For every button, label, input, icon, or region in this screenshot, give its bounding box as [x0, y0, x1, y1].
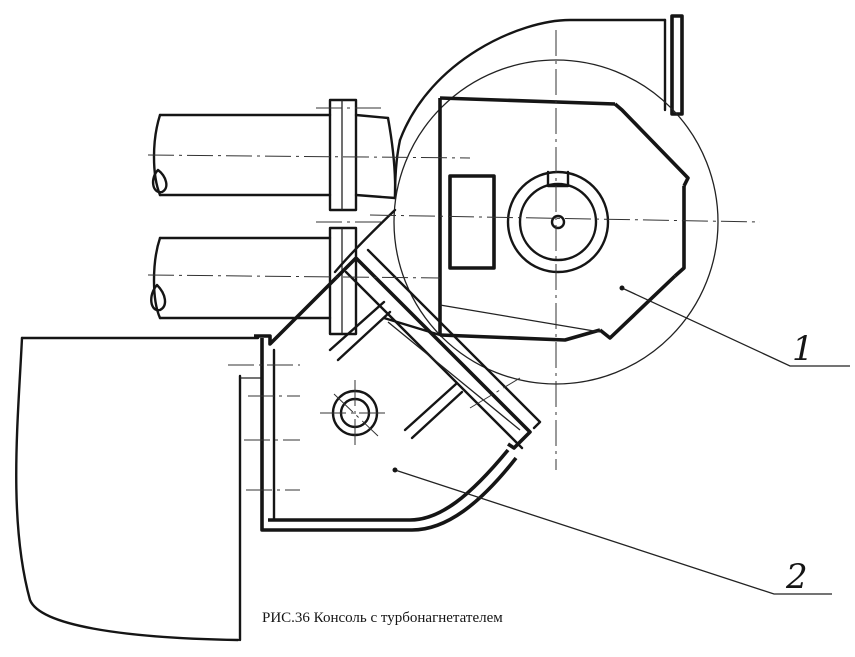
center-lines: [147, 30, 761, 491]
wall-block: [15, 336, 262, 642]
upper-pipe: [151, 98, 397, 212]
figure-caption: РИС.36 Консоль с турбонагнетателем: [262, 610, 503, 626]
leader-lines: [392, 285, 850, 595]
console-bracket: [254, 248, 542, 532]
callout-2-label: 2: [785, 557, 808, 597]
lower-pipe: [150, 226, 358, 336]
turbocharger-housing: [438, 96, 690, 342]
callout-1-label: 1: [792, 329, 814, 369]
